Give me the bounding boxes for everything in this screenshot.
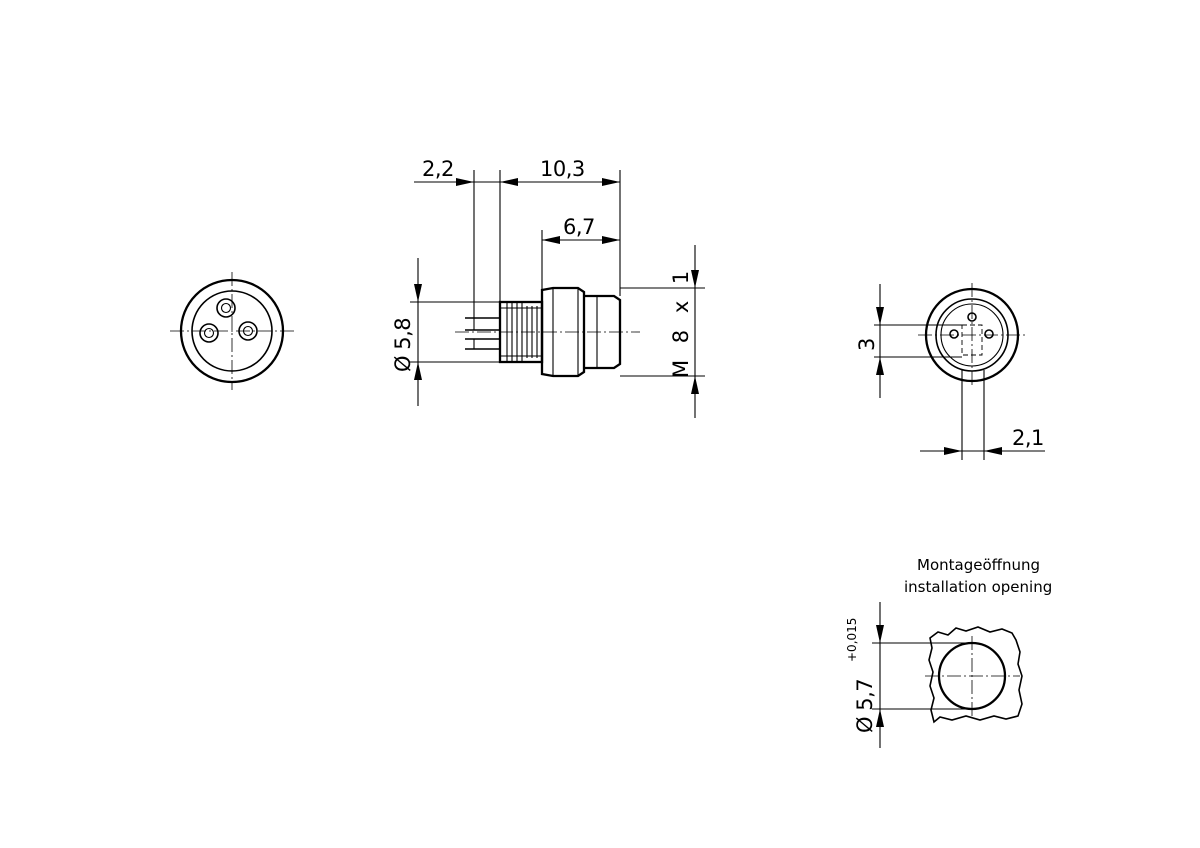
- dim-thread-spec: M 8 x 1: [669, 266, 693, 378]
- dim-body-diameter: Ø 5,8: [391, 318, 415, 372]
- dim-overall-length: 10,3: [540, 157, 585, 181]
- label-mounting-opening-en: installation opening: [904, 578, 1052, 596]
- dim-flange-offset: 2,2: [422, 157, 454, 181]
- dim-contact-spacing: 3: [855, 338, 879, 351]
- dim-thread-length: 6,7: [563, 215, 595, 239]
- front-view-right-dimensions: [874, 284, 1045, 460]
- front-view-right: [918, 283, 1026, 388]
- side-view-dimensions: [410, 170, 705, 418]
- dim-opening-diameter: Ø 5,7: [853, 679, 877, 733]
- front-view-left: [170, 272, 294, 390]
- dim-contact-offset: 2,1: [1012, 426, 1044, 450]
- label-mounting-opening-de: Montageöffnung: [917, 556, 1040, 574]
- dim-opening-tolerance: +0,015: [845, 618, 859, 662]
- installation-opening: [872, 602, 1023, 748]
